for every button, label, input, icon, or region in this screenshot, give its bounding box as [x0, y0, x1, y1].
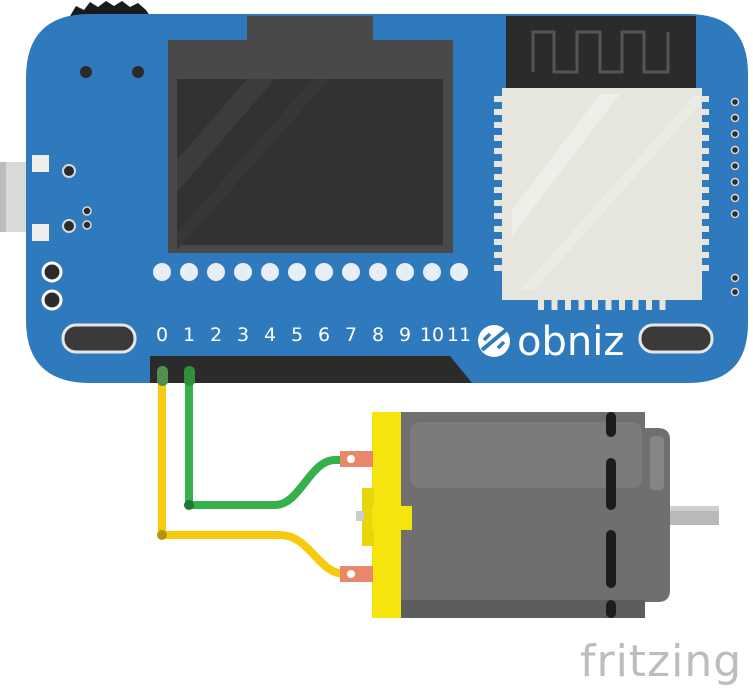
module-pad: [632, 298, 639, 310]
module-pad: [538, 298, 544, 310]
mount-slot-right: [638, 323, 714, 354]
pin-header-6: [315, 263, 333, 281]
module-pad: [494, 96, 505, 102]
edge-pins: [730, 97, 740, 297]
pin-header-2: [207, 263, 225, 281]
pin-label-9: 9: [399, 324, 411, 346]
pin-header-8: [369, 263, 387, 281]
pin-header-1: [180, 263, 198, 281]
edge-pin: [730, 177, 740, 187]
module-pad: [494, 200, 505, 206]
wires: [157, 366, 356, 578]
module-pad: [698, 226, 709, 232]
pin-header-4: [261, 263, 279, 281]
module-pad: [619, 298, 625, 310]
pin-header-9: [396, 263, 414, 281]
pin-label-6: 6: [318, 324, 330, 346]
module-pad: [698, 200, 709, 206]
pin-label-4: 4: [264, 324, 276, 346]
pin-header-10: [423, 263, 441, 281]
pin-label-10: 10: [420, 324, 444, 346]
module-pad: [698, 174, 709, 180]
pin-label-1: 1: [183, 324, 195, 346]
module-pad: [605, 298, 612, 310]
edge-pin: [730, 97, 740, 107]
module-pad: [698, 213, 709, 219]
obniz-logo: obniz: [478, 319, 624, 365]
module-pad: [698, 161, 709, 167]
module-pad: [698, 135, 709, 141]
edge-pin: [730, 129, 740, 139]
module-pad: [698, 187, 709, 193]
pin-header-3: [234, 263, 252, 281]
module-pad: [698, 109, 709, 115]
pin-label-2: 2: [210, 324, 222, 346]
module-pad: [494, 109, 505, 115]
pin-label-11: 11: [447, 324, 471, 346]
module-pad: [698, 122, 709, 128]
pin-header-11: [450, 263, 468, 281]
mount-slot-left: [61, 323, 137, 354]
pin-header-strip: [150, 356, 472, 383]
edge-pin: [730, 113, 740, 123]
edge-pin: [730, 161, 740, 171]
module-pad: [494, 135, 505, 141]
module-pad: [494, 213, 505, 219]
module-pad: [494, 226, 505, 232]
module-pad: [494, 161, 505, 167]
pin-header-7: [342, 263, 360, 281]
module-pad: [698, 148, 709, 154]
green-wire: [185, 368, 356, 509]
module-pad: [698, 96, 709, 102]
module-pad: [494, 239, 505, 245]
module-pad: [578, 298, 585, 310]
io-pin-headers: [153, 263, 468, 281]
module-pad: [494, 187, 505, 193]
pin-label-8: 8: [372, 324, 384, 346]
module-pad: [494, 265, 505, 271]
module-pad: [698, 252, 709, 258]
wifi-module: [494, 16, 709, 310]
gear-icon: [70, 1, 150, 16]
module-pad: [494, 122, 505, 128]
motor-terminal-top: [340, 451, 373, 467]
module-pad: [659, 298, 666, 310]
module-pad: [494, 148, 505, 154]
edge-pin: [730, 287, 740, 297]
module-pad: [565, 298, 571, 310]
pin-header-0: [153, 263, 171, 281]
module-pad: [551, 298, 558, 310]
module-pad: [646, 298, 652, 310]
oled-display: [168, 16, 453, 253]
module-pad: [698, 239, 709, 245]
edge-pin: [730, 209, 740, 219]
obniz-brand-text: obniz: [517, 319, 624, 365]
pin-label-5: 5: [291, 324, 303, 346]
pin-label-7: 7: [345, 324, 357, 346]
pin-label-3: 3: [237, 324, 249, 346]
usb-connector: [0, 162, 30, 232]
module-pad: [698, 265, 709, 271]
pin-label-0: 0: [156, 324, 168, 346]
edge-pin: [730, 193, 740, 203]
module-pad: [592, 298, 598, 310]
module-pad: [494, 174, 505, 180]
edge-pin: [730, 273, 740, 283]
motor-terminal-bottom: [340, 566, 373, 582]
edge-pin: [730, 145, 740, 155]
obniz-logo-icon: [478, 325, 510, 357]
fritzing-watermark: fritzing: [580, 636, 742, 687]
dc-motor: [340, 412, 719, 618]
module-pad: [494, 252, 505, 258]
pin-header-5: [288, 263, 306, 281]
